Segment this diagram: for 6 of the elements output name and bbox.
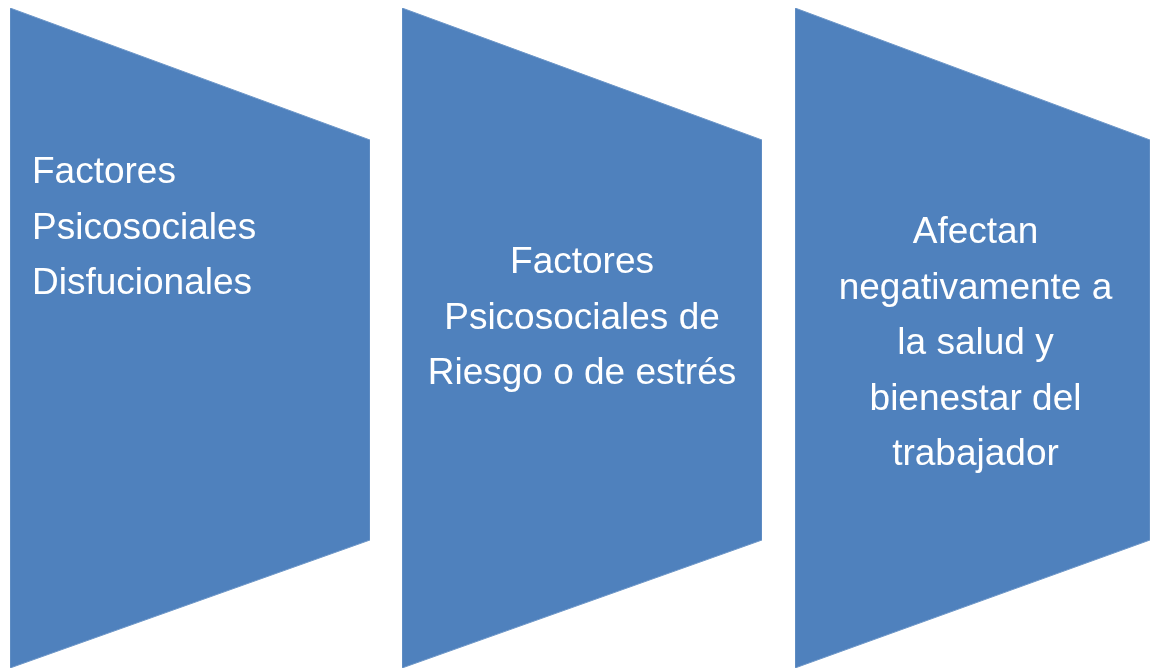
node-text: Factores Psicosociales Disfucionales	[32, 149, 258, 304]
trapezoid-shape	[795, 8, 1150, 668]
trapezoid-shape	[402, 8, 762, 668]
node-text: Afectan negativamente a la salud y bienestar del trabajador	[837, 209, 1114, 475]
trapezoid-shape	[10, 8, 370, 668]
node-text: Factores Psicosociales de Riesgo o de estrés	[426, 239, 738, 394]
